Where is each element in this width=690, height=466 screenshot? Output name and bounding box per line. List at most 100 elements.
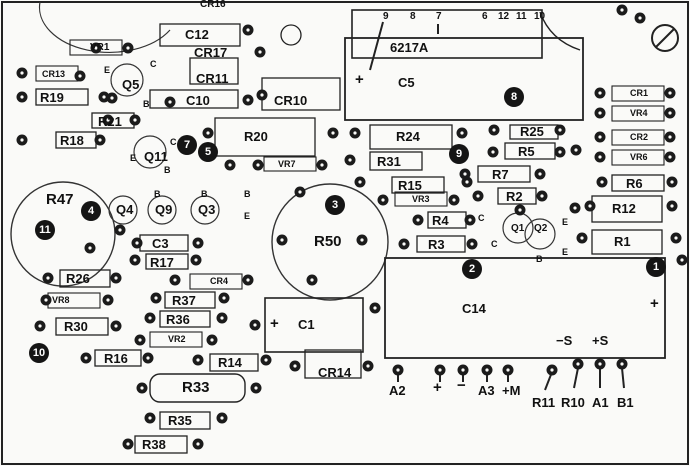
- solder-pad-hole: [220, 316, 224, 320]
- solder-pad-hole: [106, 298, 110, 302]
- pot-r50-outline: [271, 183, 389, 301]
- solder-pad-hole: [438, 368, 442, 372]
- r6-label: R6: [626, 176, 643, 191]
- ic-pin-11: 11: [516, 11, 527, 22]
- cr2-label: CR2: [630, 132, 649, 142]
- solder-pad-hole: [126, 442, 130, 446]
- ic-6217a-outline: [351, 9, 543, 59]
- solder-pad-hole: [492, 128, 496, 132]
- solder-pad-hole: [540, 194, 544, 198]
- solder-pad-hole: [148, 316, 152, 320]
- solder-pad-hole: [668, 111, 672, 115]
- terminal-a3: A3: [478, 383, 495, 398]
- solder-pad-hole: [94, 46, 98, 50]
- r1-label: R1: [614, 234, 631, 249]
- solder-pad-hole: [84, 356, 88, 360]
- solder-pad-hole: [670, 180, 674, 184]
- r17-label: R17: [150, 255, 174, 270]
- callout-7: 7: [178, 136, 196, 154]
- r18-label: R18: [60, 133, 84, 148]
- ic-pin-9: 9: [383, 11, 389, 22]
- cr14-label: CR14: [318, 365, 352, 380]
- solder-pad-hole: [558, 150, 562, 154]
- q11-label: Q11: [144, 149, 168, 164]
- c1-plus: +: [270, 315, 279, 332]
- solder-pad-hole: [222, 296, 226, 300]
- solder-pad-hole: [360, 238, 364, 242]
- solder-pad-hole: [506, 368, 510, 372]
- q3-pin-e: E: [244, 211, 251, 221]
- q2-pin-e2: E: [562, 247, 569, 257]
- q4-pin-b: B: [154, 189, 161, 199]
- solder-pad-hole: [196, 241, 200, 245]
- r31-label: R31: [377, 154, 401, 169]
- callout-4: 4: [82, 202, 100, 220]
- solder-pad-hole: [258, 50, 262, 54]
- cr11-label: CR11: [196, 71, 229, 86]
- solder-pad-hole: [20, 71, 24, 75]
- q5-pin-e: E: [104, 65, 111, 75]
- callout-8: 8: [505, 88, 523, 106]
- callout-10: 10: [30, 344, 48, 362]
- q1-label: Q1: [511, 223, 525, 234]
- r36-label: R36: [166, 312, 190, 327]
- cr4-label: CR4: [210, 276, 229, 286]
- solder-pad-hole: [576, 362, 580, 366]
- solder-pad-hole: [38, 324, 42, 328]
- solder-pad-hole: [353, 131, 357, 135]
- solder-pad-hole: [110, 96, 114, 100]
- solder-pad-hole: [476, 194, 480, 198]
- c14-outline: [384, 257, 666, 359]
- solder-pad-hole: [210, 338, 214, 342]
- callout-1: 1: [647, 258, 665, 276]
- q4-label: Q4: [116, 202, 134, 217]
- r12-label: R12: [612, 201, 636, 216]
- solder-pad-hole: [194, 258, 198, 262]
- solder-pad-hole: [88, 246, 92, 250]
- solder-pad-hole: [320, 163, 324, 167]
- vr3-label: VR3: [412, 194, 430, 204]
- solder-pad-hole: [228, 163, 232, 167]
- cr13-label: CR13: [42, 69, 66, 79]
- terminal-r10: R10: [561, 395, 585, 410]
- r38-label: R38: [142, 437, 166, 452]
- solder-pad-hole: [44, 298, 48, 302]
- solder-pad-hole: [470, 242, 474, 246]
- vr1-label: VR1: [90, 42, 110, 53]
- solder-pad-hole: [133, 258, 137, 262]
- solder-pad-hole: [220, 416, 224, 420]
- c14-plus: +: [650, 295, 659, 312]
- solder-pad-hole: [460, 131, 464, 135]
- solder-pad-hole: [468, 218, 472, 222]
- solder-pad-hole: [620, 362, 624, 366]
- ic-pin-6: 6: [482, 11, 488, 22]
- solder-pad-hole: [668, 91, 672, 95]
- callout-3: 3: [326, 196, 344, 214]
- cr16-cut-label: CR16: [200, 0, 226, 10]
- solder-pad-hole: [20, 138, 24, 142]
- ic-6217a-label: 6217A: [390, 40, 429, 55]
- q5-pin-b: B: [143, 99, 150, 109]
- r16-label: R16: [104, 351, 128, 366]
- terminal-a2: A2: [389, 383, 406, 398]
- q11-pin-b: B: [164, 165, 171, 175]
- q1-pin-c: C: [478, 213, 485, 223]
- c1-label: C1: [298, 317, 315, 332]
- cr10-label: CR10: [274, 93, 308, 108]
- r4-label: R4: [432, 213, 449, 228]
- q5-label: Q5: [122, 77, 140, 92]
- r33-label: R33: [182, 379, 210, 396]
- solder-pad-hole: [146, 356, 150, 360]
- solder-pad-hole: [674, 236, 678, 240]
- r19-label: R19: [40, 90, 64, 105]
- solder-pad-hole: [196, 358, 200, 362]
- c1-outline: [264, 297, 364, 353]
- r21-label: R21: [98, 114, 122, 129]
- callout-5: 5: [199, 143, 217, 161]
- solder-pad-hole: [78, 74, 82, 78]
- c5-outline: [344, 37, 584, 121]
- r47-label: R47: [46, 191, 74, 208]
- vr6-label: VR6: [630, 152, 648, 162]
- solder-pad-hole: [598, 111, 602, 115]
